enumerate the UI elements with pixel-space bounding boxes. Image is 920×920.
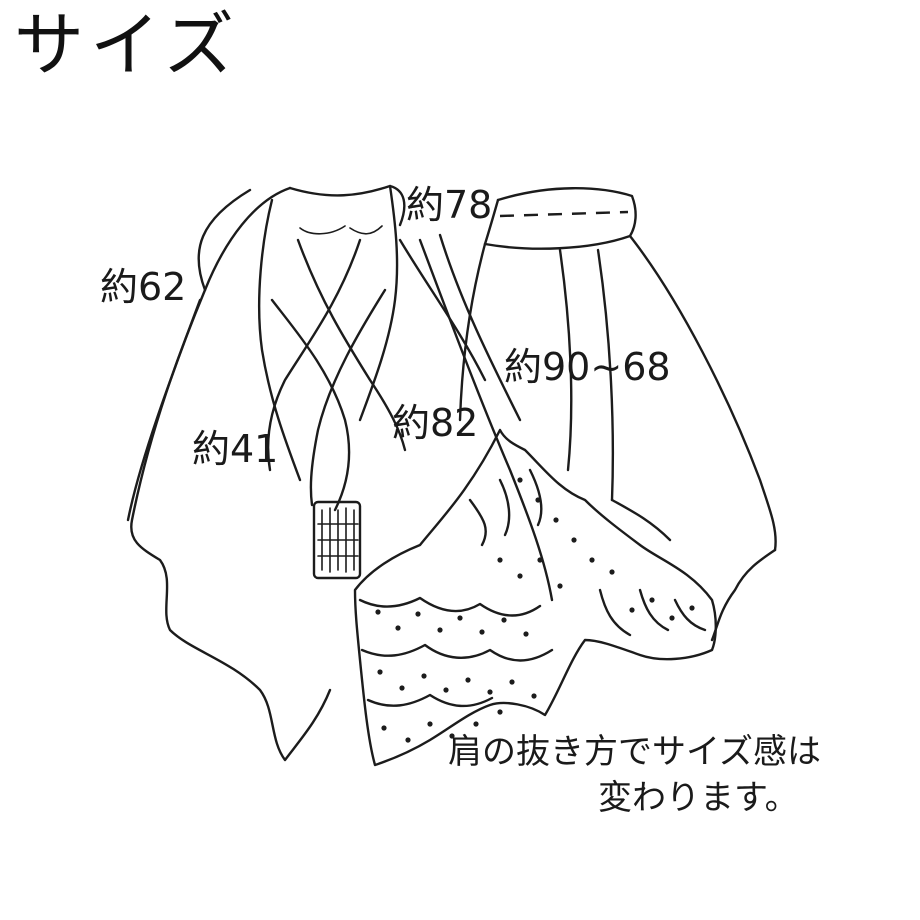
measurement-inner-drop: 約41: [192, 427, 279, 471]
buckle: [312, 500, 362, 580]
right-wrap-panel: [458, 187, 777, 642]
measurement-center-length: 約82: [392, 401, 479, 445]
page-title: サイズ: [14, 4, 240, 86]
size-note-line-2: 変わります。: [598, 777, 799, 818]
measurement-neck-width: 約78: [406, 183, 493, 227]
long-ties: [398, 233, 554, 602]
cross-cords: [266, 238, 407, 512]
measure-guide: [126, 298, 202, 522]
measurement-left-length: 約62: [100, 265, 187, 309]
size-note-line-1: 肩の抜き方でサイズ感は: [448, 732, 821, 772]
ruffle-panel: [353, 428, 717, 767]
size-note: 肩の抜き方でサイズ感は 変わります。: [448, 730, 821, 822]
left-cape-panel: [130, 184, 406, 762]
measurement-wrap-width: 約90~68: [504, 345, 671, 389]
polka-dots: [375, 477, 695, 743]
